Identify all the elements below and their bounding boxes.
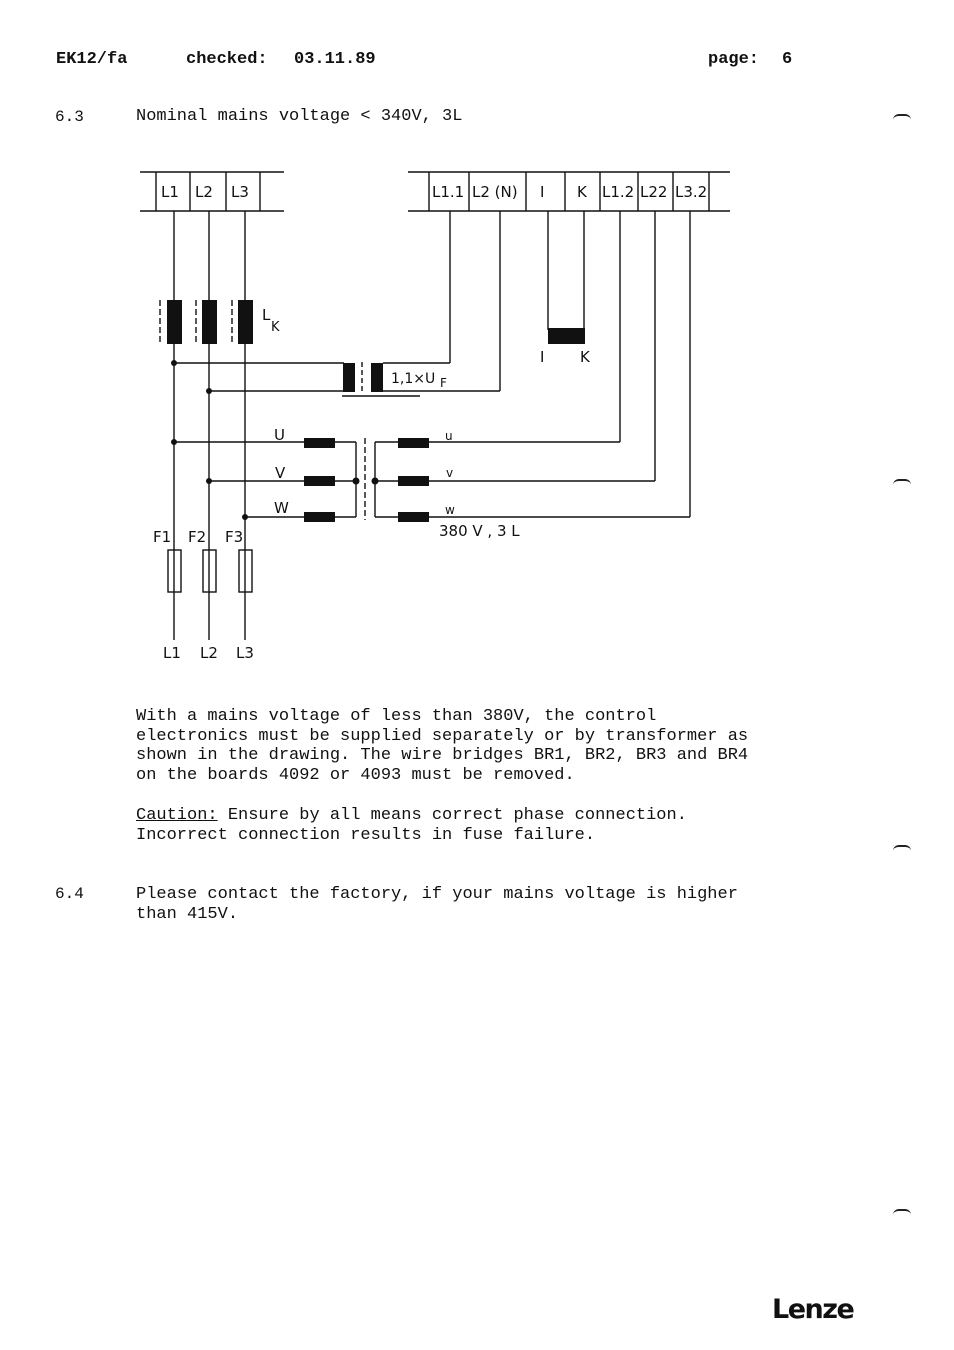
ik-label-K: K bbox=[580, 348, 591, 366]
left-terminal-L2: L2 bbox=[195, 183, 213, 201]
left-terminal-L1: L1 bbox=[161, 183, 179, 201]
doc-id: EK12/fa bbox=[56, 50, 128, 69]
margin-mark bbox=[893, 479, 911, 485]
primary-phase-U: U bbox=[274, 426, 285, 444]
fuse-label-F1: F1 bbox=[153, 528, 171, 546]
right-terminal-L1-2: L1.2 bbox=[602, 183, 634, 201]
choke-label-sub: K bbox=[271, 320, 280, 335]
bottom-label-L2: L2 bbox=[200, 644, 218, 662]
choke-label: L bbox=[262, 306, 271, 324]
right-terminal-L2-N: L2 (N) bbox=[472, 183, 518, 201]
caution-block: Caution: Ensure by all means correct pha… bbox=[136, 806, 876, 845]
caution-label: Caution: bbox=[136, 806, 218, 825]
section-6-3-number: 6.3 bbox=[55, 108, 84, 126]
fuse-label-F3: F3 bbox=[225, 528, 243, 546]
right-terminal-K: K bbox=[577, 183, 588, 201]
margin-mark bbox=[893, 845, 911, 851]
margin-mark bbox=[893, 114, 911, 120]
section-6-3-paragraph: With a mains voltage of less than 380V, … bbox=[136, 707, 749, 785]
secondary-phase-v: v bbox=[446, 466, 453, 480]
section-6-4-number: 6.4 bbox=[55, 885, 84, 903]
caution-text: Ensure by all means correct phase connec… bbox=[136, 806, 687, 845]
capacitor-label-sub: F bbox=[440, 376, 447, 390]
capacitor-label: 1,1×U bbox=[391, 371, 435, 387]
section-6-4-text: Please contact the factory, if your main… bbox=[136, 885, 738, 924]
secondary-phase-u: u bbox=[445, 429, 453, 443]
fuse-label-F2: F2 bbox=[188, 528, 206, 546]
margin-mark bbox=[893, 1209, 911, 1215]
checked-date: 03.11.89 bbox=[294, 50, 376, 69]
section-6-3-title: Nominal mains voltage < 340V, 3L bbox=[136, 107, 463, 126]
bottom-label-L1: L1 bbox=[163, 644, 181, 662]
left-terminal-L3: L3 bbox=[231, 183, 249, 201]
primary-phase-V: V bbox=[275, 464, 286, 482]
checked-label: checked: bbox=[186, 50, 268, 69]
page-number: 6 bbox=[782, 50, 793, 69]
wiring-diagram: L1 L2 L3 L1.1 L2 (N) I K L1.2 L22 L3.2 L… bbox=[140, 171, 730, 662]
ik-label-I: I bbox=[540, 348, 544, 366]
secondary-voltage-label: 380 V , 3 L bbox=[439, 522, 520, 540]
right-terminal-L3-2: L3.2 bbox=[675, 183, 707, 201]
right-terminal-I: I bbox=[540, 183, 544, 201]
secondary-phase-w: w bbox=[445, 503, 455, 517]
right-terminal-L1-1: L1.1 bbox=[432, 183, 464, 201]
primary-phase-W: W bbox=[274, 499, 289, 517]
bottom-label-L3: L3 bbox=[236, 644, 254, 662]
right-terminal-L22: L22 bbox=[640, 183, 667, 201]
page-label: page: bbox=[708, 50, 760, 69]
lenze-logo: Lenze bbox=[772, 1294, 855, 1325]
